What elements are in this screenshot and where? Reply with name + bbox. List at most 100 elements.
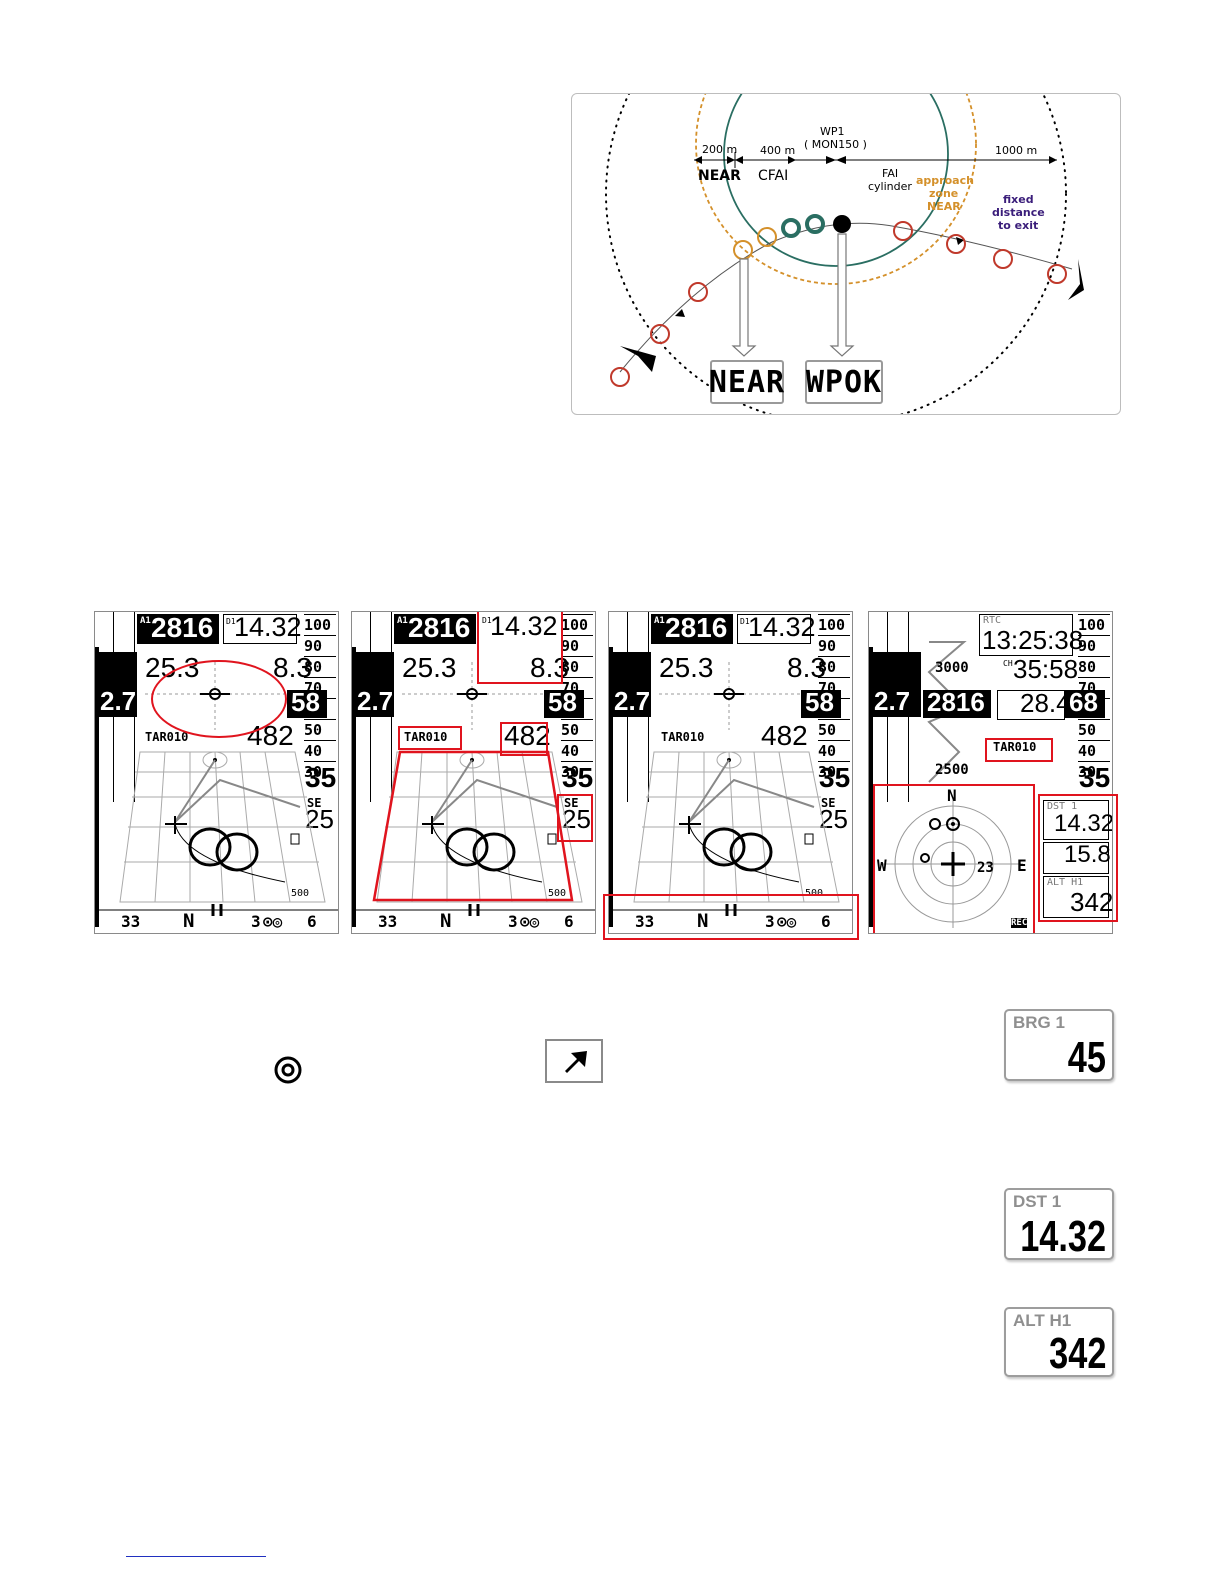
distance-value: 14.32: [748, 612, 816, 642]
field-alt: ALT H1 342: [1004, 1307, 1114, 1378]
distance-value: 14.32: [490, 611, 558, 641]
rec-badge: REC: [1011, 918, 1028, 928]
highlight-distance: [477, 612, 563, 684]
se-label: SE: [564, 796, 579, 810]
right-35: 35: [819, 762, 851, 793]
cylinder-label: cylinder: [868, 180, 912, 193]
glide-right: 8.3: [273, 652, 312, 683]
target-icon: [274, 1056, 302, 1084]
wpok-display: WPOK: [805, 360, 883, 404]
cylinder-diagram: WP1 ( MON150 ) 200 m 400 m 1000 m NEAR C…: [571, 93, 1121, 415]
distance-label: distance: [992, 206, 1045, 219]
compass-w: W: [877, 856, 887, 875]
field-value: 45: [1067, 1033, 1106, 1082]
highlight-compass: [873, 784, 1035, 933]
fai-cylinder-circle: [723, 94, 949, 267]
field-brg: BRG 1 45: [1004, 1009, 1114, 1082]
altitude-value: 2816: [665, 612, 728, 643]
altitude-box: A1 2816: [137, 612, 219, 644]
target-name: TAR010: [661, 730, 705, 744]
near-label: NEAR: [698, 168, 741, 184]
highlight-se: [557, 794, 593, 842]
altitude-value: 2816: [927, 687, 985, 717]
dst-field: DST 1 14.32: [1043, 800, 1112, 840]
highlight-compass-strip: [603, 894, 859, 940]
highlight-aircraft: [151, 660, 287, 738]
glider-icon-right: [1068, 259, 1084, 300]
rtc-value: 13:25:38: [982, 625, 1084, 655]
compass-strip: 33 N 3 ⊙◎ 6: [635, 910, 831, 932]
field-label: BRG 1: [1013, 1013, 1065, 1032]
tape-3000: 3000: [935, 660, 969, 676]
compass-n: N: [947, 786, 957, 805]
flight-path: [619, 222, 1073, 373]
zone-near-label: NEAR: [927, 200, 961, 213]
target-name: TAR010: [404, 730, 448, 744]
ch-value: 35:58: [1013, 654, 1079, 684]
fixed-label: fixed: [1003, 193, 1034, 206]
glide-left: 25.3: [402, 652, 457, 683]
arrow-button[interactable]: [545, 1039, 603, 1083]
scale-label: 500: [805, 888, 824, 899]
cfai-positions: [781, 214, 825, 238]
glide-field: 15.8: [1043, 841, 1111, 874]
wp-sub-label: ( MON150 ): [804, 138, 867, 151]
target-name: TAR010: [145, 730, 189, 744]
near-arrow: [731, 258, 757, 357]
footnote-rule: [126, 1556, 266, 1557]
se-value: 25: [562, 804, 591, 834]
right-35: 35: [562, 762, 594, 793]
speed-box: 58: [287, 687, 327, 718]
se-label: SE: [307, 796, 322, 810]
waypoint-icon: [826, 156, 836, 164]
exit-circle: [605, 94, 1067, 414]
glide-value: 28.4: [1020, 688, 1071, 718]
arrow-up-right-icon: [565, 1051, 587, 1073]
compass-strip: 33 N 3 ⊙◎ 6: [121, 910, 317, 932]
approach-zone-circle: [695, 94, 977, 285]
altitude-value: 2816: [151, 612, 214, 643]
exit-label: to exit: [998, 219, 1039, 232]
se-value: 25: [305, 804, 334, 834]
se-label: SE: [821, 796, 836, 810]
field-label: ALT H1: [1013, 1311, 1072, 1330]
distance-value: 14.32: [234, 612, 302, 642]
fai-label: FAI: [882, 167, 899, 180]
highlight-target-name: [398, 726, 462, 750]
near-distance: 200 m: [702, 143, 738, 156]
wpok-arrow: [829, 233, 855, 357]
scale-label: 500: [291, 888, 310, 899]
wpok-position: [833, 215, 851, 233]
zone-label: zone: [929, 187, 959, 200]
outside-positions: [610, 221, 1067, 387]
altitude-value: 2816: [408, 612, 471, 643]
scale-label: 500: [548, 888, 567, 899]
compass-strip: 33 N 3 ⊙◎ 6: [378, 910, 574, 932]
distance-box: D1 14.32: [223, 612, 302, 644]
tape-2500: 2500: [935, 762, 969, 778]
highlight-target-altitude: [500, 722, 548, 756]
cylinder-diagram-graphic: [605, 94, 1084, 414]
field-dst: DST 1 14.32: [1004, 1188, 1114, 1261]
rtc-box: RTC 13:25:38: [979, 614, 1083, 656]
target-altitude: 482: [504, 720, 551, 751]
right-35: 35: [305, 762, 337, 793]
field-value: 342: [1048, 1329, 1106, 1378]
target-name: TAR010: [993, 740, 1037, 754]
cfai-label: CFAI: [758, 168, 789, 184]
glide-right: 8.3: [787, 652, 826, 683]
cfai-distance: 400 m: [760, 144, 796, 157]
glider-icon-left: [620, 346, 656, 372]
wp-label: WP1: [820, 125, 845, 138]
compass-rose: [883, 798, 1023, 928]
highlight-target-name: [985, 738, 1053, 762]
alt-field: ALT H1 342: [1043, 876, 1112, 918]
se-value: 25: [819, 804, 848, 834]
target-altitude: 482: [761, 720, 808, 751]
map-graphic: [609, 662, 852, 916]
field-label: DST 1: [1013, 1192, 1062, 1211]
